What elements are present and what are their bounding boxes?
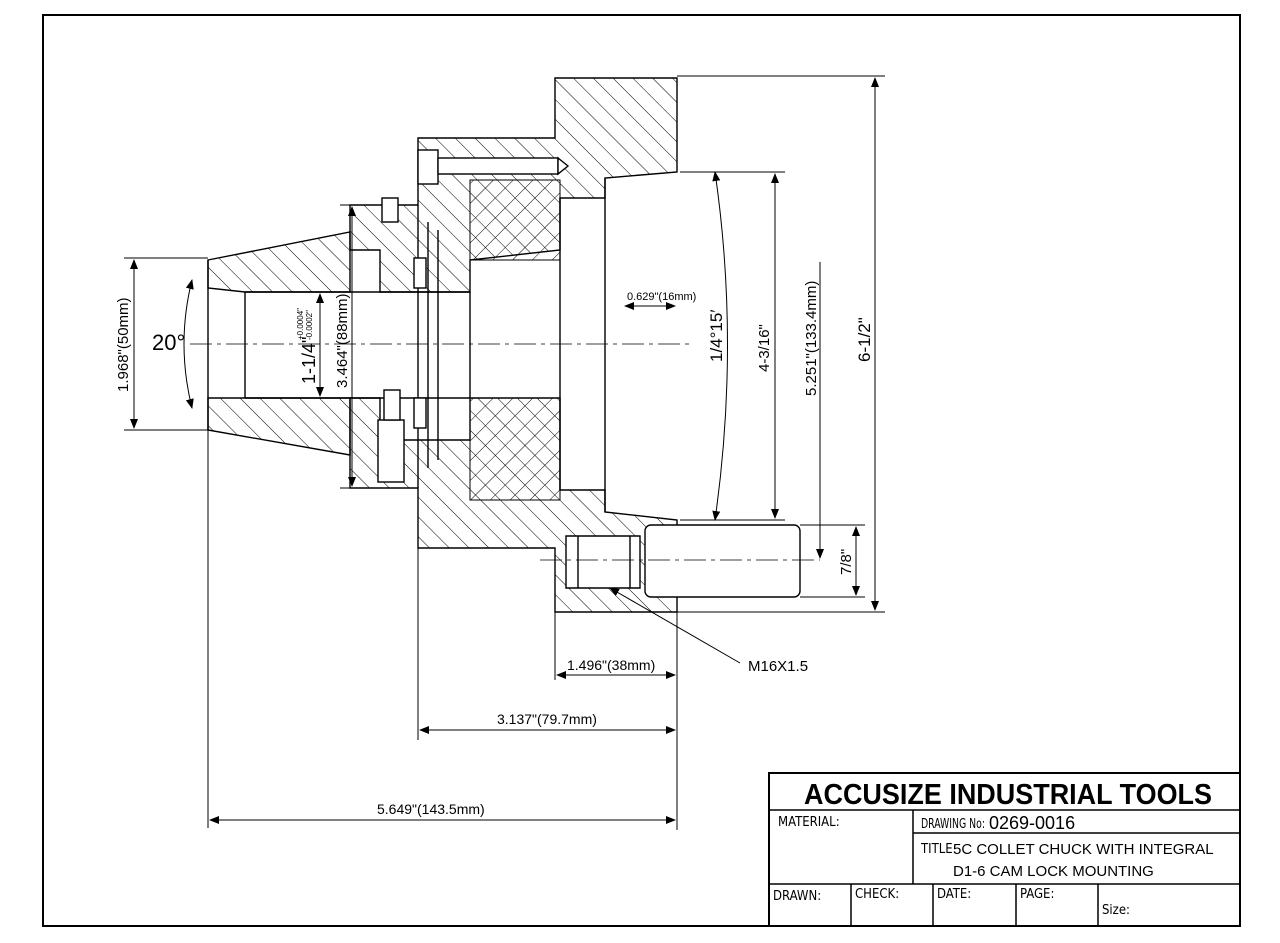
page-label: PAGE: <box>1020 887 1054 902</box>
dim-taper-angle: 20° <box>152 330 185 355</box>
dim-taper-deg: 1/4°15′ <box>707 309 726 362</box>
adapter-upper <box>469 179 561 261</box>
date-label: DATE: <box>937 887 971 902</box>
set-screw-upper <box>381 197 399 223</box>
material-label: MATERIAL: <box>778 815 840 830</box>
title-line-2: D1-6 CAM LOCK MOUNTING <box>953 863 1154 880</box>
title-label: TITLE: <box>920 842 957 857</box>
dim-body-len: 3.137"(79.7mm) <box>497 711 597 727</box>
dim-bore-dia: 1-1/4" <box>299 337 319 384</box>
check-label: CHECK: <box>855 887 899 902</box>
drawn-label: DRAWN: <box>773 889 821 904</box>
dim-stud-dia: 7/8" <box>838 549 855 575</box>
nose-upper-section <box>207 231 351 293</box>
drawing-no: 0269-0016 <box>989 813 1075 833</box>
dimension-lines <box>124 75 885 830</box>
part-section <box>207 77 801 613</box>
set-screw-lower <box>377 419 405 483</box>
dim-nose-dia: 1.968"(50mm) <box>115 297 132 392</box>
dim-outer-dia: 6-1/2" <box>855 317 874 362</box>
title-line-1: 5C COLLET CHUCK WITH INTEGRAL <box>953 841 1214 858</box>
dim-recess-dia: 4-3/16" <box>756 324 773 372</box>
dim-bore-tol-plus: +0.0004" <box>296 308 305 340</box>
title-block <box>768 772 1241 927</box>
dim-thread: M16X1.5 <box>748 658 808 675</box>
adapter-lower <box>469 397 561 501</box>
size-label: Size: <box>1102 903 1130 918</box>
cam-stud <box>644 524 801 598</box>
dim-recess-depth: 0.629"(16mm) <box>627 291 696 303</box>
nose-lower-section <box>207 397 351 456</box>
dim-overall-len: 5.649"(143.5mm) <box>377 801 485 817</box>
company-name: ACCUSIZE INDUSTRIAL TOOLS <box>804 779 1212 811</box>
dim-flange-len: 1.496"(38mm) <box>567 657 655 673</box>
drawing-no-label: DRAWING No: <box>921 817 985 832</box>
dim-bolt-circle: 5.251"(133.4mm) <box>803 281 820 396</box>
cap-screw-upper <box>417 149 439 185</box>
drawing-border <box>42 14 1241 927</box>
dim-pilot-dia: 3.464"(88mm) <box>334 293 351 388</box>
title-block-text: ACCUSIZE INDUSTRIAL TOOLS MATERIAL: DRAW… <box>773 779 1214 918</box>
centre-lines <box>190 343 820 561</box>
dim-bore-tol-minus: -0.0002" <box>305 310 314 340</box>
dimension-text: 20° 1.968"(50mm) 1-1/4" +0.0004" -0.0002… <box>115 281 874 817</box>
